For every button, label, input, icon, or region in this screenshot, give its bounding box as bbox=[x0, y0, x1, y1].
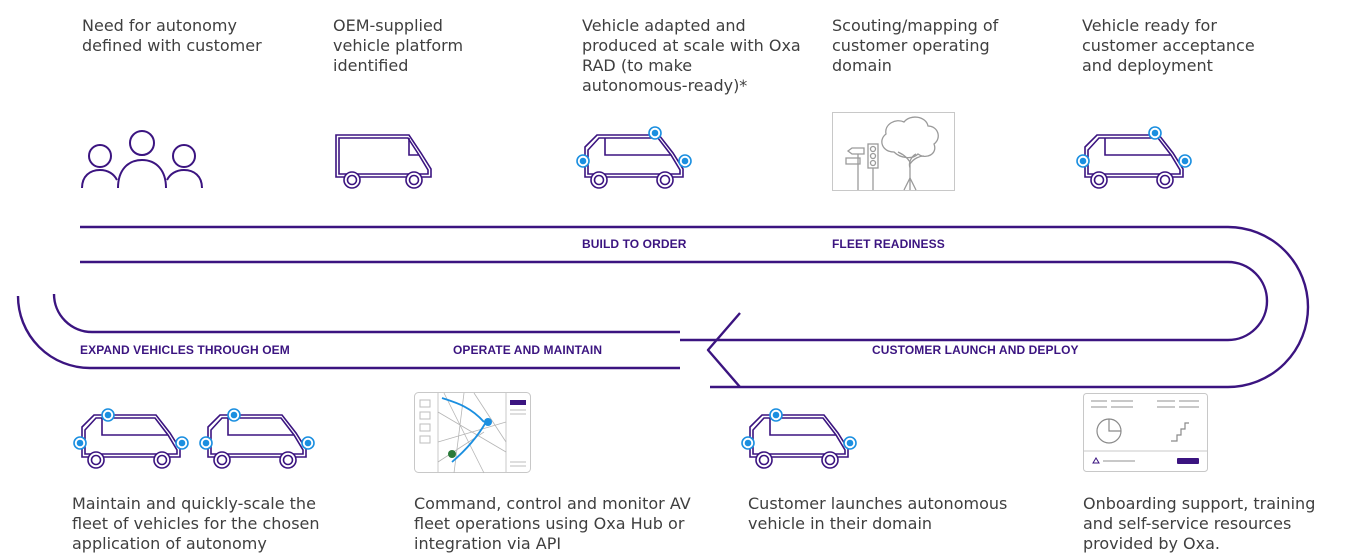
hub-map-icon bbox=[414, 392, 532, 474]
stage-build-to-order: BUILD TO ORDER bbox=[582, 237, 687, 251]
fleet-vans-icon bbox=[72, 405, 322, 471]
step-vehicle-ready: Vehicle ready for customer acceptance an… bbox=[1082, 16, 1255, 75]
step-onboarding-support: Onboarding support, training and self-se… bbox=[1083, 494, 1316, 553]
autonomous-van-icon bbox=[575, 125, 695, 191]
stage-expand-vehicles: EXPAND VEHICLES THROUGH OEM bbox=[80, 343, 290, 357]
stage-fleet-readiness: FLEET READINESS bbox=[832, 237, 945, 251]
step-vehicle-adapted: Vehicle adapted and produced at scale wi… bbox=[582, 16, 801, 95]
autonomous-van-icon bbox=[740, 405, 860, 471]
stage-customer-launch: CUSTOMER LAUNCH AND DEPLOY bbox=[872, 343, 1079, 357]
step-need-for-autonomy: Need for autonomy defined with customer bbox=[82, 16, 262, 55]
step-customer-launches: Customer launches autonomous vehicle in … bbox=[748, 494, 1008, 533]
people-icon bbox=[80, 130, 204, 190]
map-scene-icon bbox=[832, 112, 956, 192]
step-scouting-mapping: Scouting/mapping of customer operating d… bbox=[832, 16, 999, 75]
step-oem-platform: OEM-supplied vehicle platform identified bbox=[333, 16, 464, 75]
stage-operate-maintain: OPERATE AND MAINTAIN bbox=[453, 343, 603, 357]
step-maintain-scale-fleet: Maintain and quickly-scale the fleet of … bbox=[72, 494, 320, 553]
dashboard-icon bbox=[1083, 393, 1209, 473]
autonomous-van-icon bbox=[1075, 125, 1195, 191]
step-command-control-monitor: Command, control and monitor AV fleet op… bbox=[414, 494, 691, 553]
van-icon bbox=[333, 131, 437, 191]
